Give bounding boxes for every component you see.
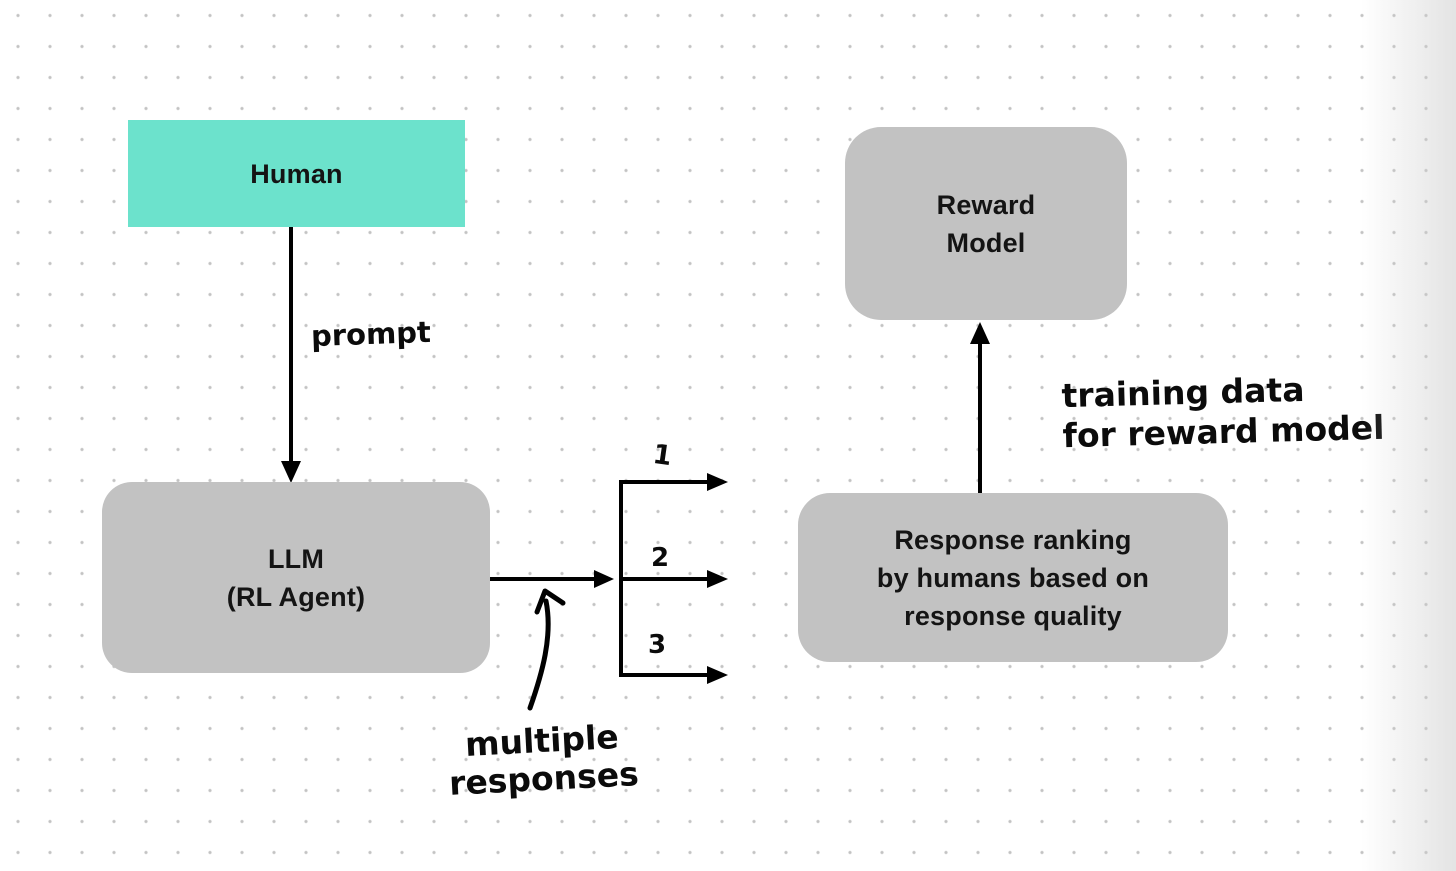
response-ranking-node: Response ranking by humans based on resp…: [798, 493, 1228, 662]
branch-label-3: 3: [648, 630, 667, 660]
response-ranking-label-line1: Response ranking: [894, 524, 1132, 555]
training-data-label: training data for reward model: [1061, 368, 1385, 456]
reward-model-node: Reward Model: [845, 127, 1127, 320]
multiple-responses-label: multiple responses: [446, 717, 640, 803]
response-ranking-label-line3: response quality: [904, 600, 1122, 631]
prompt-label: prompt: [310, 314, 432, 354]
training-data-line2: for reward model: [1062, 407, 1385, 456]
prompt-arrow: [281, 227, 301, 483]
reward-training-arrow: [970, 322, 990, 493]
branch-arrow-2: [619, 570, 728, 588]
human-node: Human: [128, 120, 465, 227]
branch-label-2: 2: [651, 543, 670, 573]
llm-node: LLM (RL Agent): [102, 482, 490, 673]
multiple-responses-curved-arrow: [527, 588, 566, 711]
human-node-label: Human: [250, 158, 343, 189]
reward-model-label-line2: Model: [946, 227, 1026, 258]
llm-node-label-line2: (RL Agent): [226, 581, 366, 612]
branch-arrow-3: [619, 666, 728, 684]
response-ranking-label-line2: by humans based on: [876, 562, 1150, 593]
reward-model-label-line1: Reward: [936, 189, 1036, 220]
llm-node-label-line1: LLM: [267, 543, 325, 574]
branch-arrow-1: [619, 473, 728, 491]
llm-output-arrow: [490, 570, 614, 588]
